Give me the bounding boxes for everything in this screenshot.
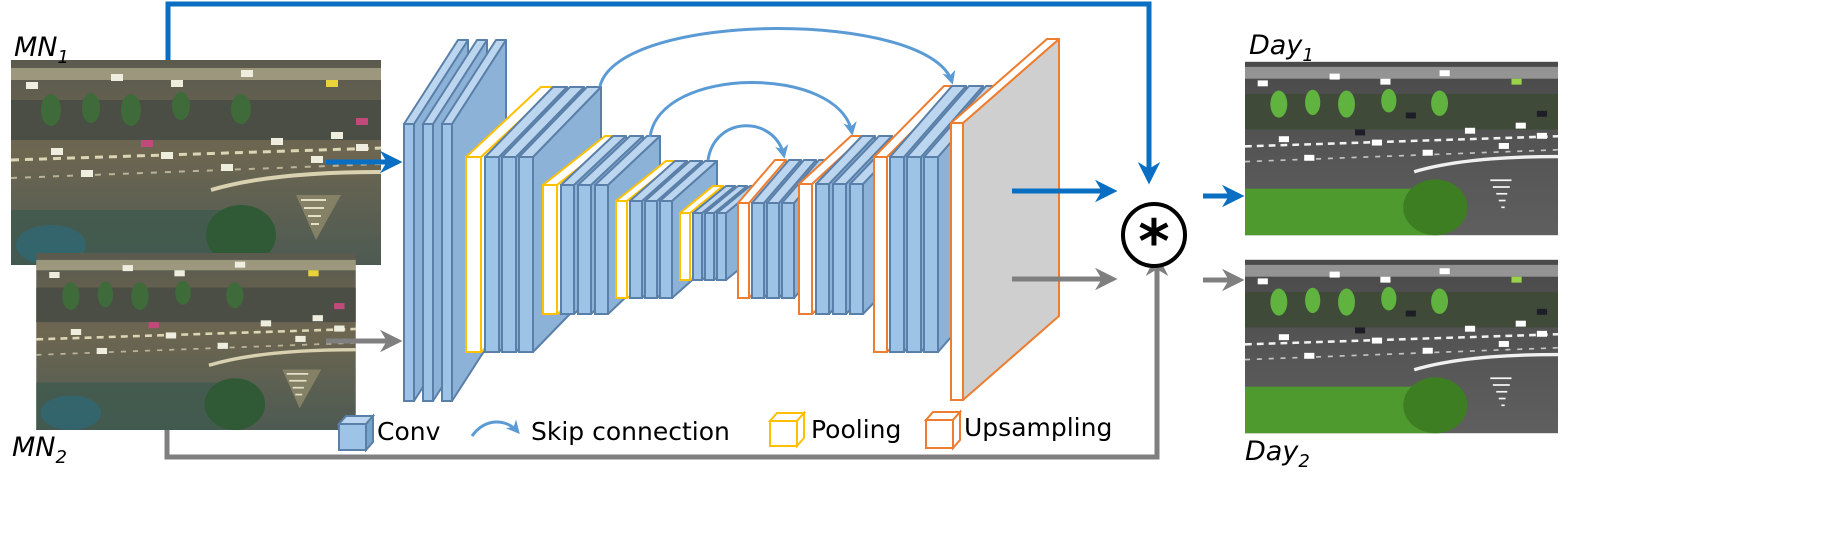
legend-upsampling-icon	[923, 409, 963, 451]
skip-connection-arrow	[598, 27, 956, 87]
output-label-1: Day1	[1249, 30, 1314, 66]
bypass-blue-line	[165, 1, 1161, 185]
input-label-1: MN1	[14, 32, 69, 68]
input-image-1	[11, 60, 381, 265]
output-image-1	[1245, 60, 1558, 237]
legend-pooling-icon	[767, 410, 807, 449]
legend-pooling-label: Pooling	[811, 415, 901, 444]
legend-conv-label: Conv	[377, 417, 441, 446]
operator-symbol: *	[1138, 207, 1169, 277]
input-image-2	[34, 253, 358, 430]
output-label-2: Day2	[1245, 436, 1310, 472]
input-label-2: MN2	[12, 432, 67, 468]
multiply-operator: *	[1121, 202, 1187, 277]
legend-skip-label: Skip connection	[531, 417, 730, 446]
legend-conv-icon	[336, 413, 376, 453]
output-layer	[950, 38, 1060, 401]
unet-network	[403, 38, 1060, 402]
output-image-2	[1245, 258, 1558, 435]
skip-connection-arrow	[648, 81, 857, 138]
skip-connection-arrow	[706, 124, 789, 161]
legend-skip-icon	[470, 419, 520, 437]
bypass-gray-line	[164, 253, 1169, 460]
legend: Conv Skip connection Pooling Upsampling	[336, 409, 1112, 453]
legend-upsampling-label: Upsampling	[964, 413, 1112, 442]
